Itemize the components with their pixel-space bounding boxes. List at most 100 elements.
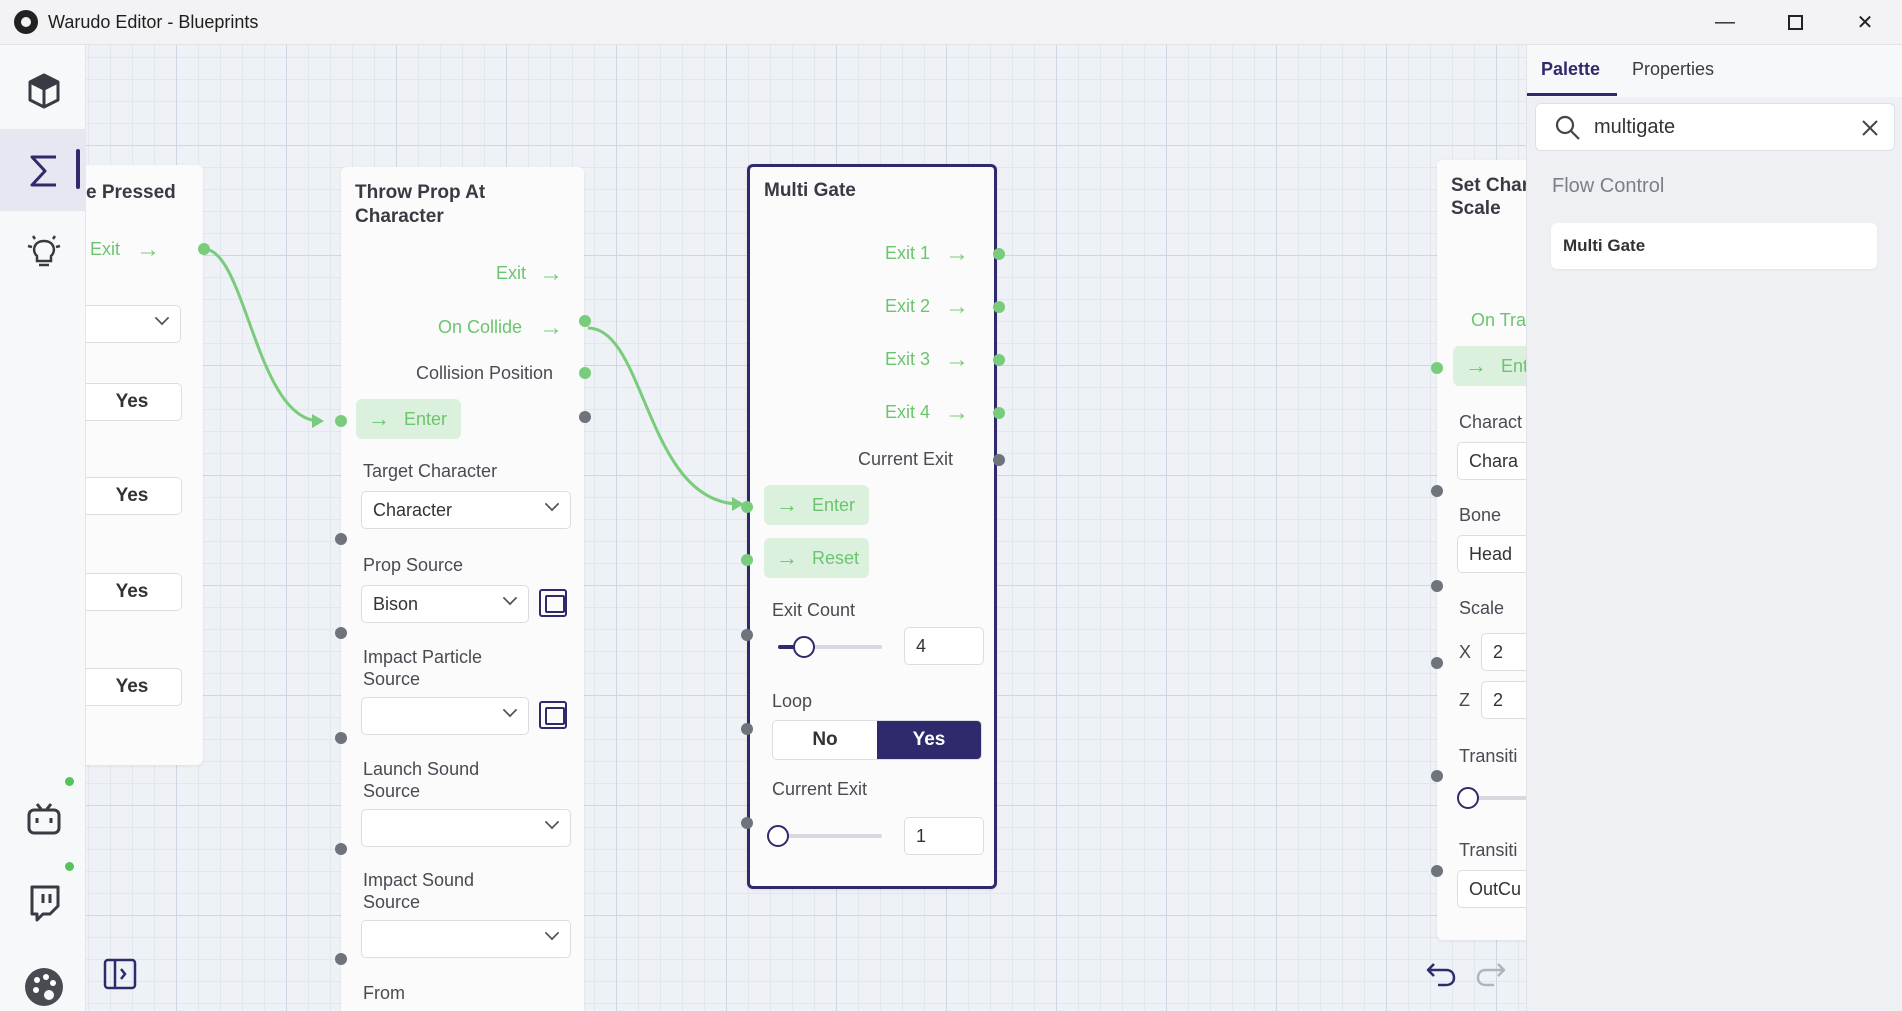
launch-sound-select[interactable] bbox=[361, 809, 571, 847]
reset-port[interactable] bbox=[741, 554, 753, 566]
palette-search-input[interactable]: multigate bbox=[1535, 103, 1895, 151]
chevron-down-icon bbox=[544, 925, 560, 941]
section-flow-control: Flow Control bbox=[1552, 175, 1665, 197]
enter-port[interactable] bbox=[741, 501, 753, 513]
select-value: OutCu bbox=[1469, 878, 1522, 899]
exit-4-arrow-icon: → bbox=[945, 399, 969, 426]
reset-pill: →Reset bbox=[764, 538, 869, 578]
bone-port[interactable] bbox=[1431, 580, 1443, 592]
prop-source-gallery-icon[interactable] bbox=[539, 589, 567, 617]
enter-port[interactable] bbox=[335, 415, 347, 427]
loop-port[interactable] bbox=[741, 723, 753, 735]
current-exit-slider[interactable] bbox=[778, 834, 882, 838]
option-yes-2[interactable]: Yes bbox=[86, 477, 182, 515]
scale-port[interactable] bbox=[1431, 657, 1443, 669]
character-port[interactable] bbox=[1431, 485, 1443, 497]
node-key-pressed[interactable]: e Pressed Exit → t a Yes Yes Yes Yes bbox=[86, 165, 210, 765]
character-select[interactable]: Chara bbox=[1457, 442, 1526, 480]
minimize-button[interactable]: — bbox=[1715, 11, 1735, 33]
exit-count-slider-knob[interactable] bbox=[793, 636, 815, 658]
wire-collide-to-enter bbox=[587, 326, 741, 506]
close-button[interactable]: ✕ bbox=[1856, 12, 1874, 34]
loop-yes-option[interactable]: Yes bbox=[877, 721, 981, 759]
loop-toggle[interactable]: No Yes bbox=[772, 720, 982, 760]
exit-arrow-icon: → bbox=[136, 236, 160, 263]
current-exit-out-port[interactable] bbox=[993, 454, 1005, 466]
scale-x-input[interactable]: 2 bbox=[1481, 633, 1526, 671]
impact-particle-select[interactable] bbox=[361, 697, 529, 735]
chevron-down-icon bbox=[154, 310, 170, 326]
impact-sound-select[interactable] bbox=[361, 920, 571, 958]
transition-port[interactable] bbox=[1431, 770, 1443, 782]
exit-4-port[interactable] bbox=[993, 407, 1005, 419]
enter-label: Ent bbox=[1501, 355, 1526, 376]
rail-scene-button[interactable] bbox=[18, 65, 70, 117]
target-character-select[interactable]: Character bbox=[361, 491, 571, 529]
launch-sound-port[interactable] bbox=[335, 843, 347, 855]
redo-button[interactable] bbox=[1474, 956, 1508, 990]
twitch-icon bbox=[30, 885, 60, 922]
exit-1-port[interactable] bbox=[993, 248, 1005, 260]
enter-port[interactable] bbox=[1431, 362, 1443, 374]
current-exit-port[interactable] bbox=[741, 817, 753, 829]
enter-pill: →Enter bbox=[764, 485, 869, 525]
toggle-panel-button[interactable] bbox=[103, 958, 137, 990]
transition-slider[interactable] bbox=[1467, 796, 1526, 800]
exit-label: Exit bbox=[90, 239, 121, 259]
transition-slider-knob[interactable] bbox=[1457, 787, 1479, 809]
maximize-button[interactable] bbox=[1760, 0, 1830, 45]
collision-position-port[interactable] bbox=[579, 411, 591, 423]
prop-source-label: Prop Source bbox=[363, 555, 464, 575]
palette-result-multi-gate[interactable]: Multi Gate bbox=[1551, 223, 1877, 269]
exit-port[interactable] bbox=[198, 243, 210, 255]
option-yes-4[interactable]: Yes bbox=[86, 668, 182, 706]
node-set-character-scale[interactable]: Set Char Scale On Tra →Ent Charact Chara… bbox=[1431, 160, 1526, 940]
tab-palette[interactable]: Palette bbox=[1541, 59, 1601, 79]
prop-source-select[interactable]: Bison bbox=[361, 585, 529, 623]
impact-particle-gallery-icon[interactable] bbox=[539, 701, 567, 729]
current-exit-label: Current Exit bbox=[772, 779, 868, 799]
exit-label: Exit bbox=[496, 263, 527, 283]
prop-source-port[interactable] bbox=[335, 627, 347, 639]
impact-sound-port[interactable] bbox=[335, 953, 347, 965]
left-rail bbox=[0, 45, 86, 1011]
pressed-key-select[interactable] bbox=[86, 305, 181, 343]
exit-count-slider[interactable] bbox=[778, 645, 882, 649]
loop-no-option[interactable]: No bbox=[812, 729, 838, 750]
exit-count-port[interactable] bbox=[741, 629, 753, 641]
target-character-port[interactable] bbox=[335, 533, 347, 545]
cube-icon bbox=[28, 73, 60, 109]
transition-easing-select[interactable]: OutCu bbox=[1457, 870, 1526, 908]
clear-search-icon[interactable] bbox=[1860, 118, 1880, 138]
undo-button[interactable] bbox=[1424, 956, 1458, 990]
rail-bilibili-button[interactable] bbox=[18, 793, 70, 845]
impact-particle-port[interactable] bbox=[335, 732, 347, 744]
exit-4-label: Exit 4 bbox=[885, 402, 931, 422]
rail-twitch-button[interactable] bbox=[18, 877, 70, 929]
exit-count-input[interactable]: 4 bbox=[904, 627, 984, 665]
transition-easing-port[interactable] bbox=[1431, 865, 1443, 877]
rail-tips-button[interactable] bbox=[18, 226, 70, 278]
chevron-down-icon bbox=[544, 814, 560, 830]
current-exit-input[interactable]: 1 bbox=[904, 817, 984, 855]
bone-select[interactable]: Head bbox=[1457, 535, 1526, 573]
exit-port[interactable] bbox=[579, 315, 591, 327]
node-multi-gate[interactable]: Multi Gate Exit 1 → Exit 2 → Exit 3 → Ex… bbox=[741, 164, 1005, 889]
tab-properties[interactable]: Properties bbox=[1632, 59, 1715, 79]
collision-position-label: Collision Position bbox=[416, 363, 554, 383]
select-value: Head bbox=[1469, 543, 1513, 564]
scale-z-input[interactable]: 2 bbox=[1481, 681, 1526, 719]
option-yes-1[interactable]: Yes bbox=[86, 383, 182, 421]
option-yes-3[interactable]: Yes bbox=[86, 573, 182, 611]
exit-2-port[interactable] bbox=[993, 301, 1005, 313]
blueprint-canvas[interactable]: e Pressed Exit → t a Yes Yes Yes Yes Thr… bbox=[86, 45, 1526, 1011]
rail-blueprints-button[interactable] bbox=[18, 145, 70, 197]
current-exit-slider-knob[interactable] bbox=[767, 825, 789, 847]
panel-tabs: Palette Properties bbox=[1527, 45, 1902, 97]
rail-warudo-button[interactable] bbox=[18, 961, 70, 1011]
exit-3-port[interactable] bbox=[993, 354, 1005, 366]
wire-exit-to-enter bbox=[203, 247, 321, 423]
on-collide-port[interactable] bbox=[579, 367, 591, 379]
exit-count-label: Exit Count bbox=[772, 600, 856, 620]
node-throw-prop[interactable]: Throw Prop At Character Exit → On Collid… bbox=[335, 167, 591, 1011]
